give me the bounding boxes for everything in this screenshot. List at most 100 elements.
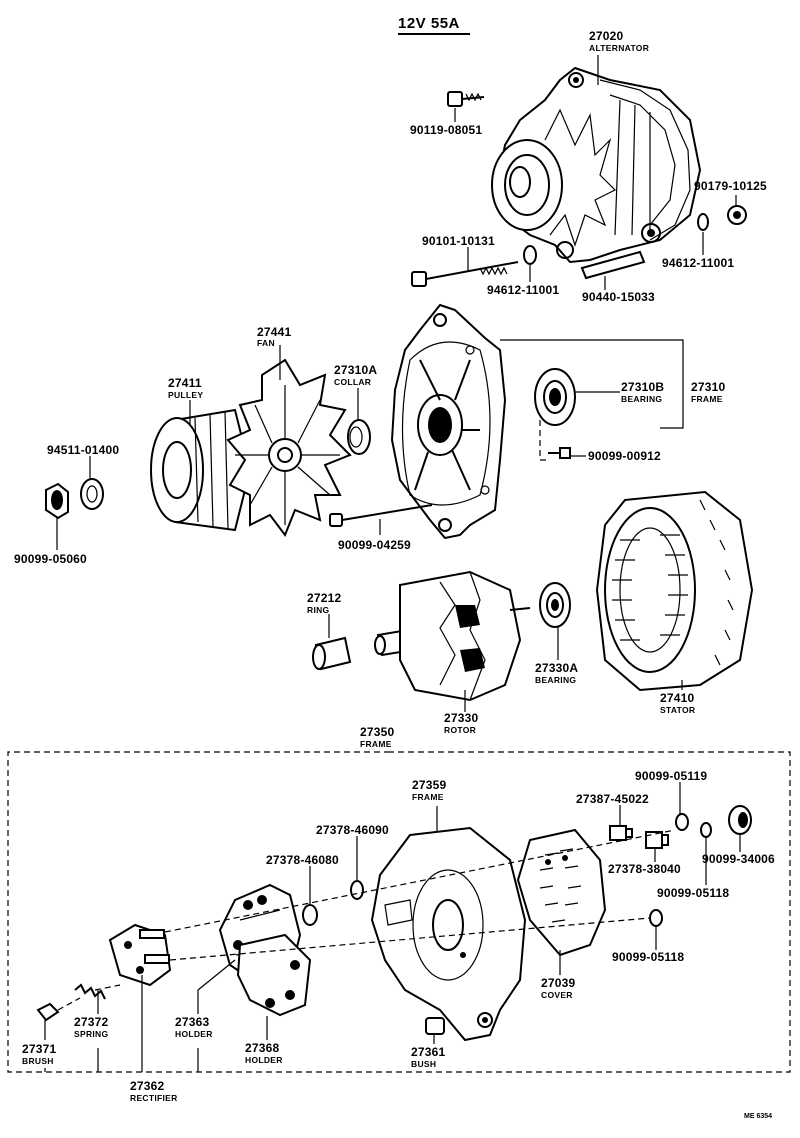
label-90099-05118-lower: 90099-05118 <box>612 950 685 964</box>
label-27020-num: 27020 <box>589 29 624 43</box>
holder-27368 <box>236 933 312 1017</box>
label-27368-num: 27368 <box>245 1041 280 1055</box>
washer-27378-46080 <box>302 904 318 926</box>
diagram-title: 12V 55A <box>398 15 460 32</box>
label-27441-name: FAN <box>257 338 275 348</box>
label-90179: 90179-10125 <box>694 179 767 193</box>
label-27310-name: FRAME <box>691 394 723 404</box>
bolt-90119 <box>447 91 485 107</box>
label-27372-num: 27372 <box>74 1015 109 1029</box>
label-27441-num: 27441 <box>257 325 292 339</box>
cap-90099-34006 <box>728 805 752 835</box>
rotor-27330 <box>374 570 531 702</box>
label-27371-name: BRUSH <box>22 1056 54 1066</box>
bush-27361 <box>425 1017 445 1035</box>
brush-27371 <box>36 1002 60 1022</box>
label-90101: 90101-10131 <box>422 234 495 248</box>
spring-27372 <box>74 983 106 1000</box>
pin-90440 <box>580 250 646 280</box>
label-27039-num: 27039 <box>541 976 576 990</box>
screw-leader <box>539 420 548 461</box>
collar-27310a <box>347 419 371 455</box>
assembly-line-brush <box>57 997 81 1011</box>
ring-27212 <box>312 636 352 671</box>
label-90099-04259: 90099-04259 <box>338 538 411 552</box>
nut-90179 <box>727 205 747 225</box>
bushing-27387 <box>609 825 633 841</box>
label-90099-05118-upper: 90099-05118 <box>657 886 730 900</box>
label-27362-num: 27362 <box>130 1079 165 1093</box>
label-27359-name: FRAME <box>412 792 444 802</box>
label-27368-name: HOLDER <box>245 1055 283 1065</box>
cover-27039 <box>516 828 607 957</box>
label-27350-num: 27350 <box>360 725 395 739</box>
rear-frame-27359 <box>370 826 527 1042</box>
leader-27363-b <box>197 959 236 991</box>
front-frame-27310 <box>390 303 507 540</box>
nut-90099-05060 <box>45 482 69 520</box>
assembly-line-upper <box>164 829 676 933</box>
label-27310a-name: COLLAR <box>334 377 372 387</box>
label-90440: 90440-15033 <box>582 290 655 304</box>
label-27310b-num: 27310B <box>621 380 665 394</box>
pulley-27411 <box>150 408 252 532</box>
fan-27441 <box>226 358 352 538</box>
label-27387: 27387-45022 <box>576 792 649 806</box>
screw-90099-00912 <box>548 447 571 459</box>
label-27310-num: 27310 <box>691 380 726 394</box>
washer-90099-05119 <box>675 813 689 831</box>
washer-94612-right <box>697 213 709 231</box>
rectifier-27362 <box>108 923 172 987</box>
stator-27410 <box>595 490 754 692</box>
leader-27362-branches <box>44 1048 199 1072</box>
label-27310b-name: BEARING <box>621 394 663 404</box>
alternator-assembly <box>491 66 702 264</box>
label-90099-05119: 90099-05119 <box>635 769 708 783</box>
label-27371-num: 27371 <box>22 1042 57 1056</box>
label-27350-name: FRAME <box>360 739 392 749</box>
label-27363-name: HOLDER <box>175 1029 213 1039</box>
label-90099-00912: 90099-00912 <box>588 449 661 463</box>
label-27361-num: 27361 <box>411 1045 446 1059</box>
frame-bracket <box>500 339 684 429</box>
label-27410-num: 27410 <box>660 691 695 705</box>
label-27378-46090: 27378-46090 <box>316 823 389 837</box>
label-27363-num: 27363 <box>175 1015 210 1029</box>
label-90099-05060: 90099-05060 <box>14 552 87 566</box>
label-27330a-name: BEARING <box>535 675 577 685</box>
label-94511: 94511-01400 <box>47 443 120 457</box>
bearing-27310b <box>534 368 576 426</box>
label-27378-46080: 27378-46080 <box>266 853 339 867</box>
label-27310a-num: 27310A <box>334 363 378 377</box>
label-94612-right: 94612-11001 <box>662 256 735 270</box>
label-90119: 90119-08051 <box>410 123 483 137</box>
label-27330a-num: 27330A <box>535 661 579 675</box>
label-27372-name: SPRING <box>74 1029 109 1039</box>
assembly-27350-frame <box>7 751 791 1073</box>
washer-90099-05118-upper <box>700 822 712 838</box>
washer-90099-05118-lower <box>649 909 663 927</box>
label-27212-name: RING <box>307 605 330 615</box>
label-27361-name: BUSH <box>411 1059 437 1069</box>
label-90099-34006: 90099-34006 <box>702 852 775 866</box>
assembly-line-middle <box>169 917 651 961</box>
label-27212-num: 27212 <box>307 591 342 605</box>
label-27330-name: ROTOR <box>444 725 477 735</box>
washer-94511 <box>80 478 104 510</box>
label-27020-name: ALTERNATOR <box>589 43 650 53</box>
label-27039-name: COVER <box>541 990 573 1000</box>
label-27362-name: RECTIFIER <box>130 1093 178 1103</box>
label-27378-38040: 27378-38040 <box>608 862 681 876</box>
bushing-27378-38040 <box>645 831 669 849</box>
bolt-90099-04259 <box>329 504 433 527</box>
label-94612-left: 94612-11001 <box>487 283 560 297</box>
washer-94612-left <box>523 245 537 265</box>
label-27411-name: PULLEY <box>168 390 204 400</box>
bolt-90101 <box>411 261 519 287</box>
washer-27378-46090 <box>350 880 364 900</box>
label-27411-num: 27411 <box>168 376 202 390</box>
footer-code: ME 6354 <box>744 1113 773 1120</box>
label-27330-num: 27330 <box>444 711 479 725</box>
